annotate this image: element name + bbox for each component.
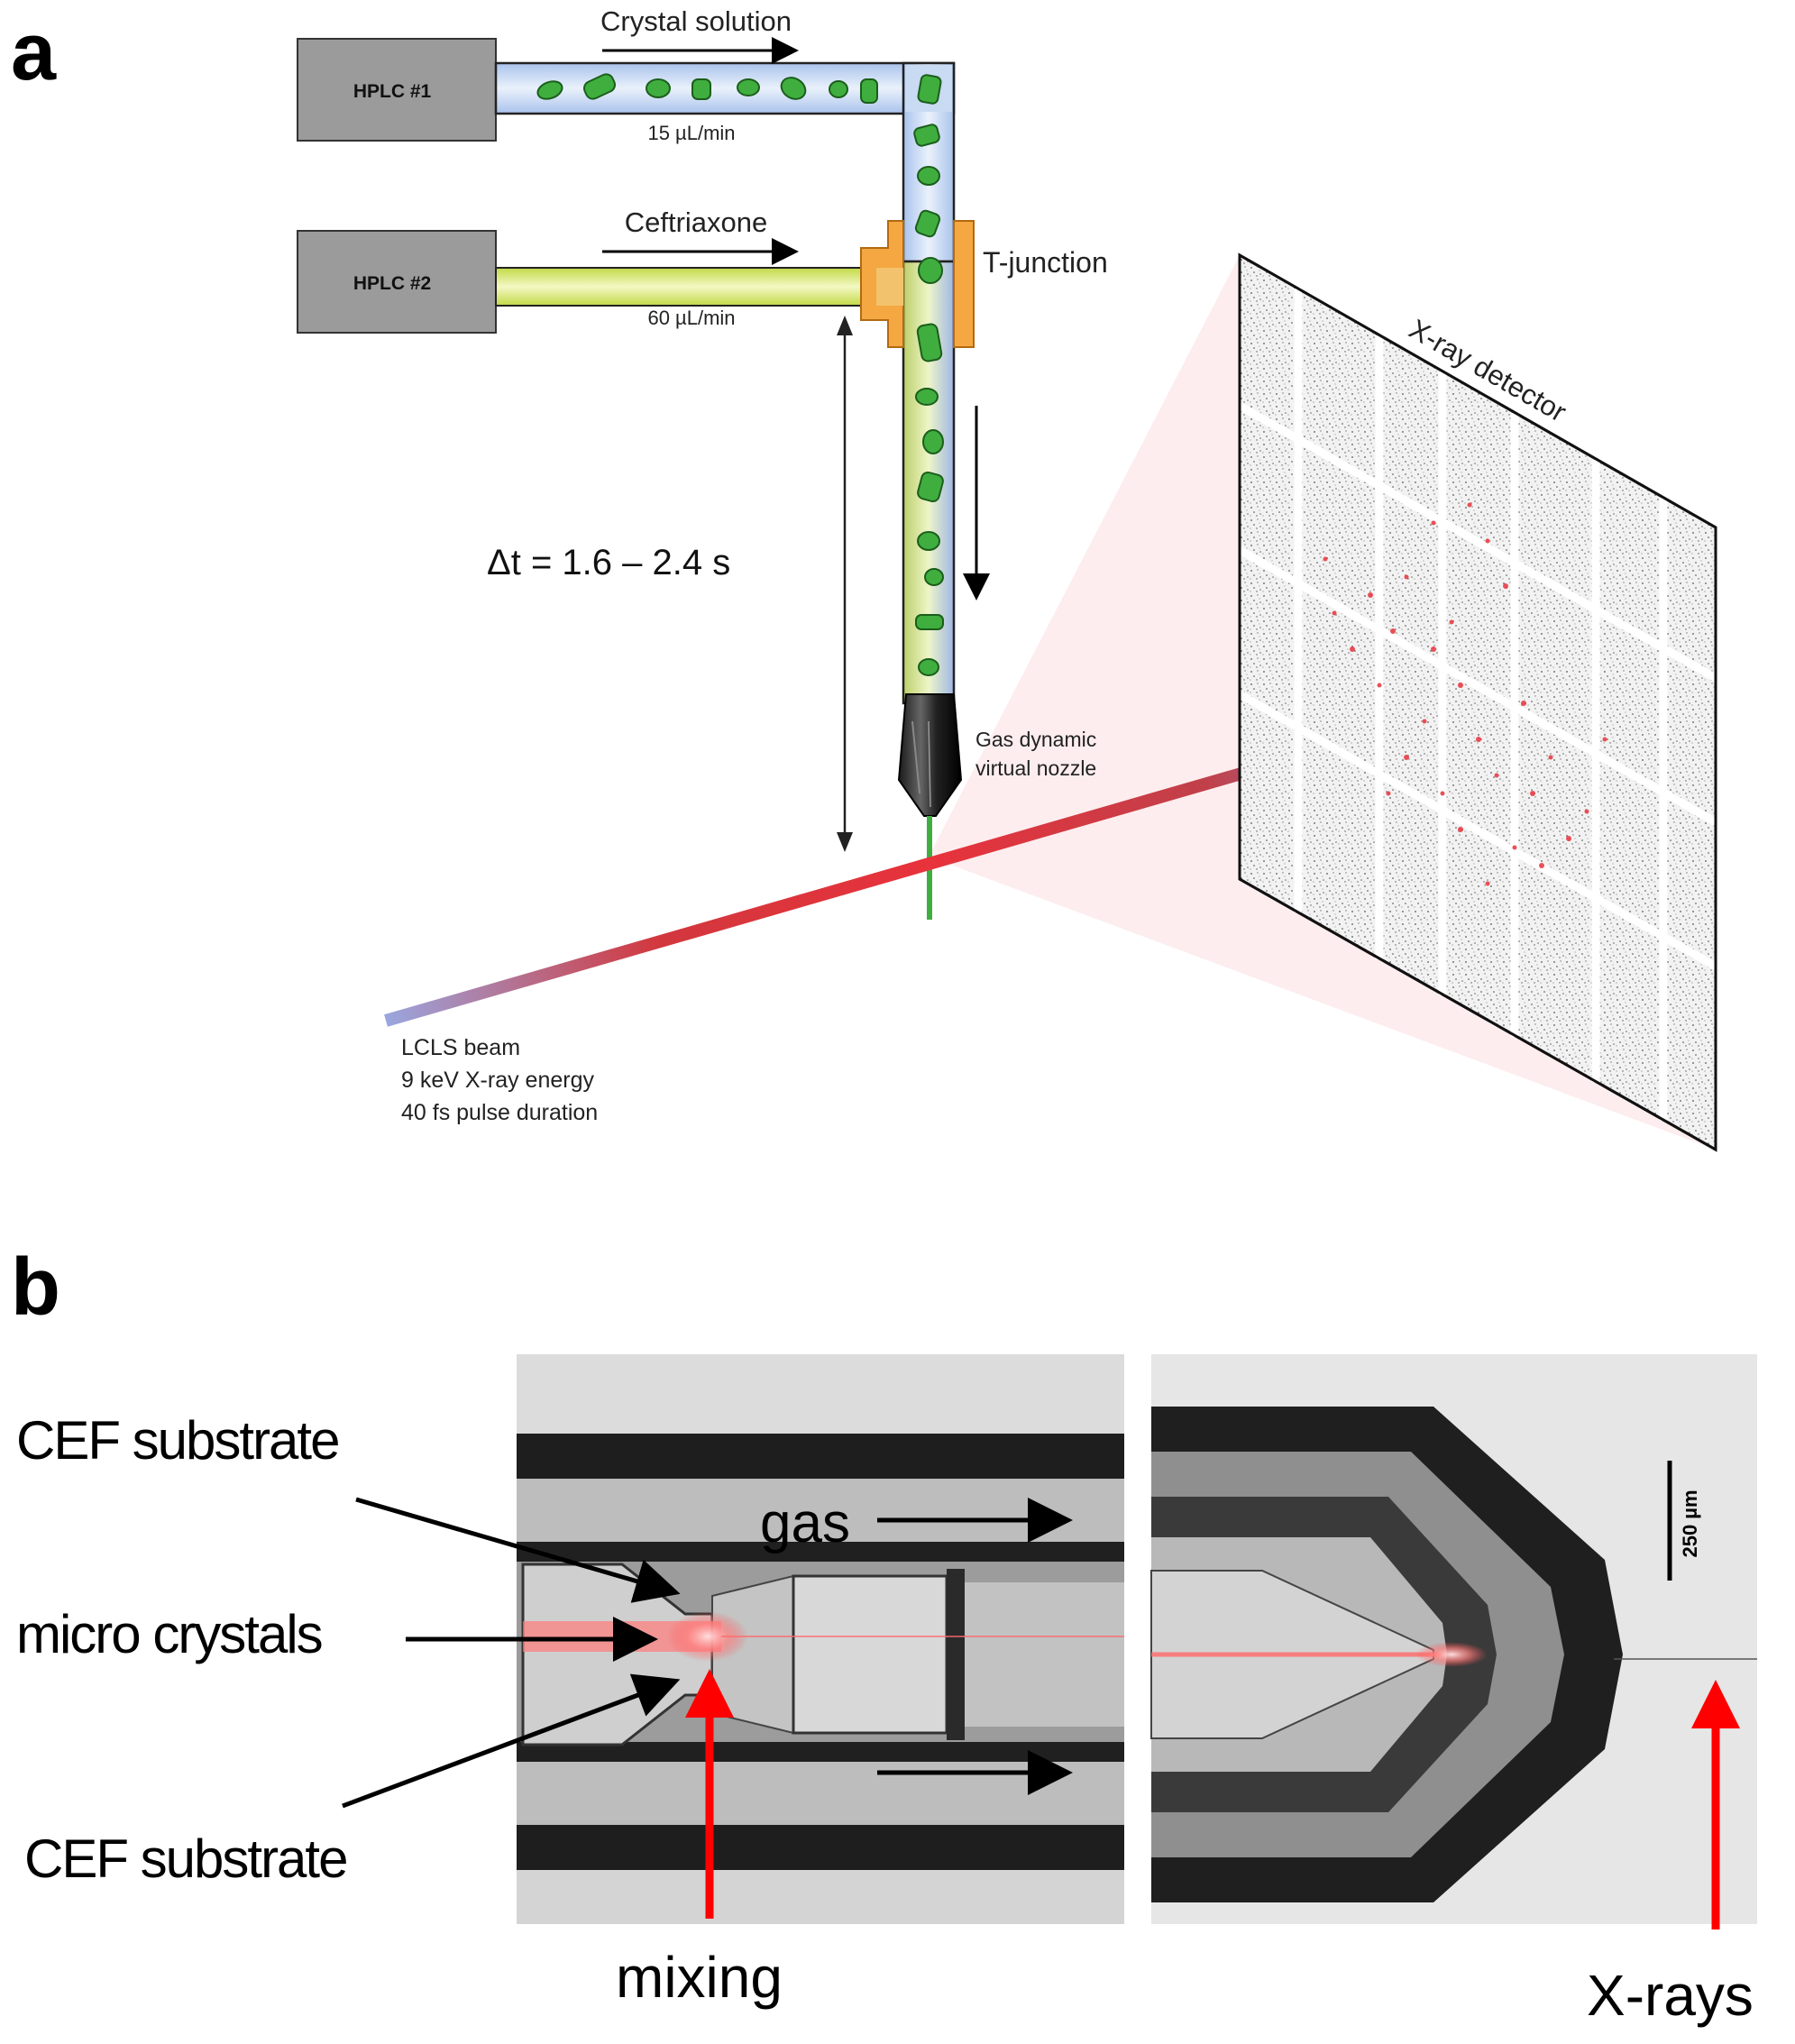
- hplc2-box: [297, 230, 497, 334]
- delta-t-label: Δt = 1.6 – 2.4 s: [487, 543, 730, 582]
- x-ray-detector: X-ray detector: [1237, 252, 1718, 1152]
- beam-label-3: 40 fs pulse duration: [401, 1100, 598, 1125]
- black-arrows: [342, 1497, 1073, 1809]
- micro-crystals-label: micro crystals: [16, 1604, 322, 1664]
- nozzle-label-1: Gas dynamic: [975, 728, 1096, 751]
- ceftriaxone-tube: [495, 267, 904, 307]
- hplc2-label: HPLC #2: [353, 273, 431, 294]
- panel-b-letter: b: [11, 1242, 60, 1333]
- mixing-label: mixing: [616, 1945, 783, 2010]
- panel-a: a HPLC #1 HPLC #2: [11, 5, 1718, 1152]
- t-junction: [860, 220, 975, 348]
- beam-label-1: LCLS beam: [401, 1035, 520, 1060]
- panel-a-letter: a: [11, 7, 57, 97]
- red-arrows: [685, 1669, 1740, 1929]
- panel-b: b: [11, 1242, 1757, 2028]
- cef-bottom-arrow-icon: [342, 1673, 681, 1809]
- double-arrow-icon: [837, 316, 853, 852]
- t-junction-label: T-junction: [983, 246, 1108, 279]
- nozzle-label-2: virtual nozzle: [975, 756, 1096, 780]
- nozzle: [897, 693, 963, 920]
- xrays-label: X-rays: [1587, 1963, 1754, 2028]
- flow1-label: 15 µL/min: [647, 122, 735, 144]
- hplc1-label: HPLC #1: [353, 81, 432, 102]
- cef-substrate-top-label: CEF substrate: [16, 1410, 338, 1471]
- crystal-solution-label: Crystal solution: [600, 5, 792, 37]
- scale-label: 250 µm: [1679, 1489, 1701, 1557]
- cef-substrate-bottom-label: CEF substrate: [24, 1829, 346, 1889]
- crystals: [536, 73, 944, 676]
- beam-label-2: 9 keV X-ray energy: [401, 1068, 594, 1093]
- ceftriaxone-label: Ceftriaxone: [625, 206, 768, 238]
- cef-top-arrow-icon: [355, 1497, 681, 1603]
- crystal-tube-horizontal: [494, 61, 956, 115]
- gas-label: gas: [760, 1492, 850, 1554]
- flow2-label: 60 µL/min: [647, 307, 735, 329]
- micrograph-nozzle: 250 µm: [1150, 1354, 1757, 1924]
